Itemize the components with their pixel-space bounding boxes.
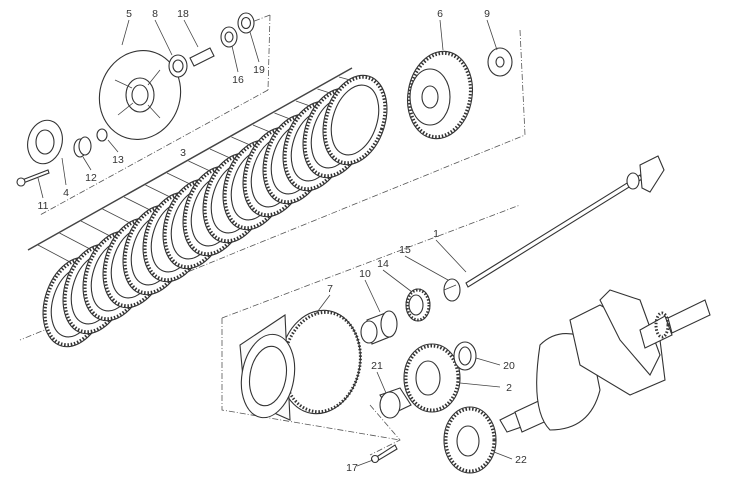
- part-label-13: 13: [112, 154, 124, 166]
- part-label-8: 8: [152, 8, 158, 20]
- shaft: [465, 155, 665, 288]
- plate-leader: [80, 220, 111, 237]
- part-label-5: 5: [126, 8, 132, 20]
- part-label-22: 22: [515, 454, 527, 466]
- plate-leader: [231, 136, 251, 146]
- crankshaft: [499, 289, 711, 433]
- plate-leader: [37, 244, 71, 263]
- plate-leader: [209, 148, 231, 159]
- plate-leader: [123, 196, 151, 211]
- part-label-14: 14: [377, 258, 389, 270]
- plate-leader: [166, 172, 191, 185]
- part-label-4: 4: [63, 187, 69, 199]
- plate-stack-bracket: [27, 67, 353, 251]
- guide-lines: [19, 14, 526, 456]
- spring-cap: [27, 119, 63, 165]
- part-label-1: 1: [433, 228, 439, 240]
- clutch-hub: [407, 50, 473, 140]
- gear-2: [403, 343, 461, 413]
- plate-leader: [188, 160, 211, 172]
- bearing: [168, 54, 188, 78]
- part-label-11: 11: [38, 200, 49, 212]
- part-label-18: 18: [177, 8, 189, 20]
- plate-leader: [295, 100, 311, 107]
- nut: [220, 26, 238, 48]
- part-label-19: 19: [253, 64, 265, 76]
- gear-14: [405, 288, 431, 322]
- part-label-21: 21: [371, 360, 383, 372]
- part-label-3: 3: [180, 147, 186, 159]
- plate-leader: [274, 112, 291, 120]
- clutch-basket: [239, 309, 362, 421]
- part-label-6: 6: [437, 8, 443, 20]
- bushing-21: [379, 387, 412, 419]
- part-label-17: 17: [346, 462, 358, 474]
- part-label-20: 20: [503, 360, 515, 372]
- clutch-plate: [322, 74, 388, 166]
- label-leader-lines: [37, 19, 513, 467]
- plate-leader-lines: [37, 76, 351, 263]
- washer-13: [96, 128, 108, 142]
- plate-leader: [145, 184, 171, 198]
- pressure-plate: [98, 50, 182, 140]
- clutch-plate-stack: [42, 74, 388, 348]
- washer-20: [453, 341, 477, 371]
- plate-leader: [59, 232, 91, 250]
- part-label-12: 12: [85, 172, 97, 184]
- part-label-7: 7: [327, 283, 333, 295]
- part-label-10: 10: [359, 268, 371, 280]
- plate-leader: [102, 208, 131, 224]
- part-label-9: 9: [484, 8, 490, 20]
- sleeve-10: [360, 310, 398, 345]
- plate-leader: [338, 76, 351, 81]
- part-label-2: 2: [506, 382, 512, 394]
- part-label-15: 15: [399, 244, 411, 256]
- part-label-16: 16: [232, 74, 244, 86]
- bushing-15: [443, 278, 461, 302]
- gear-22: [443, 406, 497, 474]
- washer-19: [237, 12, 255, 34]
- plate-leader: [252, 124, 271, 133]
- plate-leader: [317, 88, 331, 94]
- bolt: [16, 169, 50, 187]
- pin-17: [370, 444, 398, 464]
- washer-9: [487, 47, 513, 77]
- pushrod-pin: [189, 47, 215, 67]
- spring: [73, 136, 92, 158]
